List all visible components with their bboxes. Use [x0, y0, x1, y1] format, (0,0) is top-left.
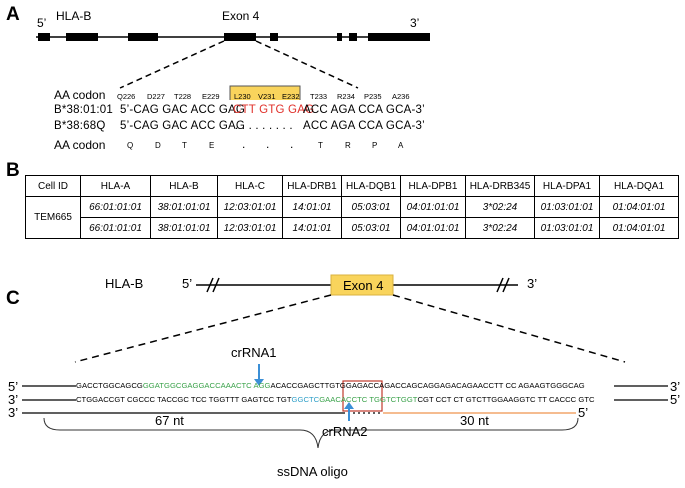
panel-a-three-prime: 3’ [410, 16, 420, 30]
panel-a-gene-map [36, 33, 430, 100]
table-cell: 3*02:24 [465, 217, 535, 239]
codon-e229: E229 [202, 92, 220, 101]
panel-a-label: A [6, 4, 20, 25]
allele1-right-seq: ACC AGA CCA GCA-3’ [303, 104, 425, 116]
aa-dot-3: . [290, 137, 294, 151]
exon-block [368, 33, 430, 41]
target-box [342, 380, 383, 412]
table-cell: 01:04:01:01 [599, 217, 679, 239]
panel-b-label: B [6, 160, 20, 181]
codon-d227: D227 [147, 92, 165, 101]
panel-a-exon-label: Exon 4 [222, 9, 260, 23]
bot-seq-cyan: GGCTC [291, 395, 320, 404]
panel-a-gene-label: HLA-B [56, 9, 92, 23]
codon-v231: V231 [258, 92, 276, 101]
table-cell: 04:01:01:01 [400, 217, 466, 239]
ssdna-oligo-label: ssDNA oligo [277, 464, 348, 479]
table-header-row: Cell ID HLA-A HLA-B HLA-C HLA-DRB1 HLA-D… [25, 175, 679, 197]
aa-d: D [155, 141, 161, 150]
codon-a236: A236 [392, 92, 410, 101]
panel-c-five-prime: 5’ [182, 276, 193, 291]
exon-block [349, 33, 357, 41]
codon-r234: R234 [337, 92, 355, 101]
codon-t233: T233 [310, 92, 328, 101]
panel-c-label: C [6, 288, 20, 309]
allele2-name: B*38:68Q [54, 120, 106, 132]
codon-q226: Q226 [117, 92, 136, 101]
oligo-brace [43, 417, 579, 449]
crrna1-label: crRNA1 [231, 345, 277, 360]
allele2-right-seq: ACC AGA CCA GCA-3’ [303, 120, 425, 132]
aa-t: T [182, 141, 187, 150]
aa-t2: T [318, 141, 323, 150]
allele2-left-seq: 5’-CAG GAC ACC GAG [120, 120, 246, 132]
aa-q: Q [127, 141, 134, 150]
hla-typing-table: Cell ID HLA-A HLA-B HLA-C HLA-DRB1 HLA-D… [25, 175, 679, 239]
panel-c-exon-label: Exon 4 [343, 278, 384, 293]
exon-block [38, 33, 50, 41]
panel-a-five-prime: 5’ [37, 16, 47, 30]
exon-4-box [330, 274, 394, 296]
oligo-3prime: 3’ [8, 405, 19, 420]
aa-a: A [398, 141, 404, 150]
bottom-strand-3prime: 3’ [8, 392, 19, 407]
codon-e232: E232 [282, 92, 300, 101]
top-seq-c: ACCAGACCAGCAGGAGACAGAACCTT CC AGAAGTGGGC… [362, 381, 585, 390]
exon-block [270, 33, 278, 41]
exon-block [66, 33, 98, 41]
aa-row-title: AA codon [54, 138, 106, 152]
aa-p: P [372, 141, 378, 150]
top-strand-3prime: 3’ [670, 379, 681, 394]
codon-t228: T228 [174, 92, 192, 101]
top-seq-b: ACACCGAG [270, 381, 315, 390]
panel-c-three-prime: 3’ [527, 276, 538, 291]
allele2-mid-seq: . . . . . . . . . [235, 120, 293, 132]
codon-row-title: AA codon [54, 88, 106, 102]
codon-l230: L230 [234, 92, 251, 101]
mutation-highlight-box [229, 85, 301, 100]
bot-seq-c: CGT CCT CT GTCTTGGAAGGTC TT CACCC GTC [417, 395, 595, 404]
top-seq-box: CTTGTGGAG [314, 381, 363, 390]
exon-4-block [224, 33, 256, 41]
allele1-mid-seq: CTT GTG GAG [233, 104, 315, 116]
aa-dot-2: . [266, 137, 270, 151]
panel-c-gene-label: HLA-B [105, 276, 144, 291]
top-seq-a: GACCTGGCAGCG [76, 381, 143, 390]
bottom-strand-sequence: CTGGACCGT CGCCC TACCGC TCC TGGTTT GAGTCC… [76, 395, 595, 404]
table-row: 66:01:01:01 38:01:01:01 12:03:01:01 14:0… [26, 217, 679, 239]
exon-block [337, 33, 342, 41]
crrna2-label: crRNA2 [322, 424, 368, 439]
oligo-5prime: 5’ [578, 405, 589, 420]
allele1-name: B*38:01:01 [54, 104, 113, 116]
top-strand-sequence: GACCTGGCAGCGGGATGGCGAGGACCAAACTC AGGACAC… [76, 381, 585, 390]
cell-id-value: TEM665 [25, 196, 81, 239]
allele1-left-seq: 5’-CAG GAC ACC GAG [120, 104, 246, 116]
bottom-strand-5prime: 5’ [670, 392, 681, 407]
bot-seq-a: CTGGACCGT CGCCC TACCGC TCC TGGTTT GAGTCC… [76, 395, 292, 404]
top-strand-5prime: 5’ [8, 379, 19, 394]
top-seq-green: GGATGGCGAGGACCAAACTC [142, 381, 252, 390]
table-cell: 12:03:01:01 [217, 217, 283, 239]
aa-dot-1: . [242, 137, 246, 151]
aa-r: R [345, 141, 351, 150]
right-length-label: 30 nt [460, 413, 489, 428]
top-seq-cyan: AGG [251, 381, 271, 390]
left-length-label: 67 nt [155, 413, 184, 428]
exon-block [128, 33, 158, 41]
bot-seq-green: GAACACCTC TGGTCTGGT [319, 395, 418, 404]
codon-p235: P235 [364, 92, 382, 101]
aa-e: E [209, 141, 215, 150]
